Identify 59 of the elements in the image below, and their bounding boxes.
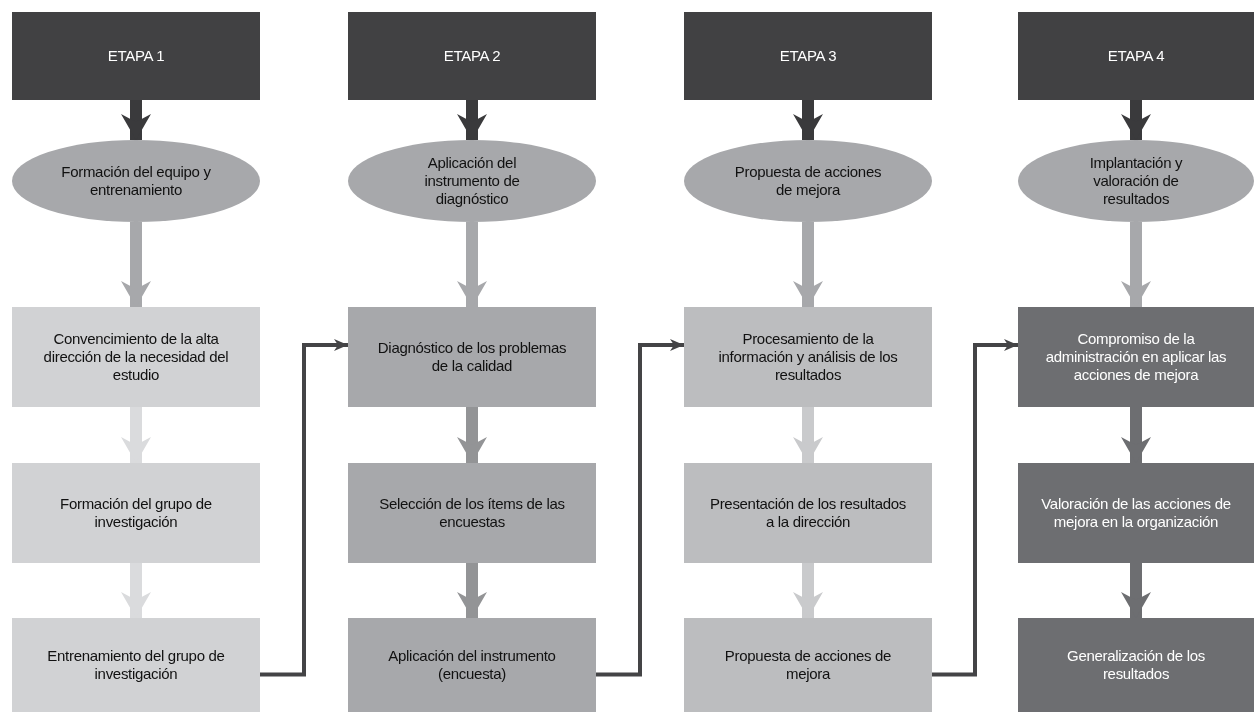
arrow xyxy=(793,563,823,618)
arrow xyxy=(1121,563,1151,618)
node-label: Compromiso de la administración en aplicar las acciones de mejora xyxy=(1044,330,1228,384)
node-label: Aplicación del instrumento de diagnóstico xyxy=(423,154,521,208)
node-label: Selección de los ítems de las encuestas xyxy=(378,495,566,531)
node-label: Presentación de los resultados a la dirección xyxy=(708,495,908,531)
node-label: Diagnóstico de los problemas de la calidad xyxy=(376,339,568,375)
arrow xyxy=(1121,100,1151,140)
stage-header xyxy=(348,12,596,100)
arrow xyxy=(121,563,151,618)
node-label: ETAPA 1 xyxy=(106,47,166,65)
process-box xyxy=(12,463,260,563)
node-label: Valoración de las acciones de mejora en la organización xyxy=(1040,495,1232,531)
arrow xyxy=(457,407,487,463)
phase-ellipse xyxy=(12,140,260,222)
arrow xyxy=(457,563,487,618)
node-label: Aplicación del instrumento (encuesta) xyxy=(387,647,557,683)
phase-ellipse xyxy=(348,140,596,222)
arrow xyxy=(793,100,823,140)
arrow xyxy=(121,222,151,307)
process-box xyxy=(684,618,932,712)
process-box xyxy=(12,307,260,407)
arrow xyxy=(1121,407,1151,463)
node-label: Formación del equipo y entrenamiento xyxy=(60,163,212,199)
process-box xyxy=(12,618,260,712)
arrow xyxy=(793,407,823,463)
process-box xyxy=(684,463,932,563)
node-label: Convencimiento de la alta dirección de la necesidad del estudio xyxy=(42,330,230,384)
process-box xyxy=(684,307,932,407)
node-label: Propuesta de acciones de mejora xyxy=(723,647,893,683)
process-box xyxy=(1018,463,1254,563)
process-box xyxy=(348,463,596,563)
arrow xyxy=(260,339,348,677)
arrow xyxy=(457,100,487,140)
node-label: ETAPA 4 xyxy=(1106,47,1166,65)
node-label: Implantación y valoración de resultados xyxy=(1088,154,1184,208)
arrow xyxy=(1121,222,1151,307)
phase-ellipse xyxy=(684,140,932,222)
arrow xyxy=(793,222,823,307)
arrow xyxy=(121,100,151,140)
process-box xyxy=(348,307,596,407)
node-label: Formación del grupo de investigación xyxy=(59,495,213,531)
node-label: Propuesta de acciones de mejora xyxy=(733,163,883,199)
arrow xyxy=(596,339,684,677)
arrow xyxy=(457,222,487,307)
arrow xyxy=(932,339,1018,677)
process-box xyxy=(1018,307,1254,407)
stage-header xyxy=(12,12,260,100)
node-label: Procesamiento de la información y análisis de los resultados xyxy=(717,330,899,384)
node-label: ETAPA 3 xyxy=(778,47,838,65)
node-label: ETAPA 2 xyxy=(442,47,502,65)
process-box xyxy=(348,618,596,712)
process-box xyxy=(1018,618,1254,712)
phase-ellipse xyxy=(1018,140,1254,222)
arrow xyxy=(121,407,151,463)
stage-header xyxy=(684,12,932,100)
node-label: Generalización de los resultados xyxy=(1066,647,1206,683)
node-label: Entrenamiento del grupo de investigación xyxy=(46,647,226,683)
stage-header xyxy=(1018,12,1254,100)
